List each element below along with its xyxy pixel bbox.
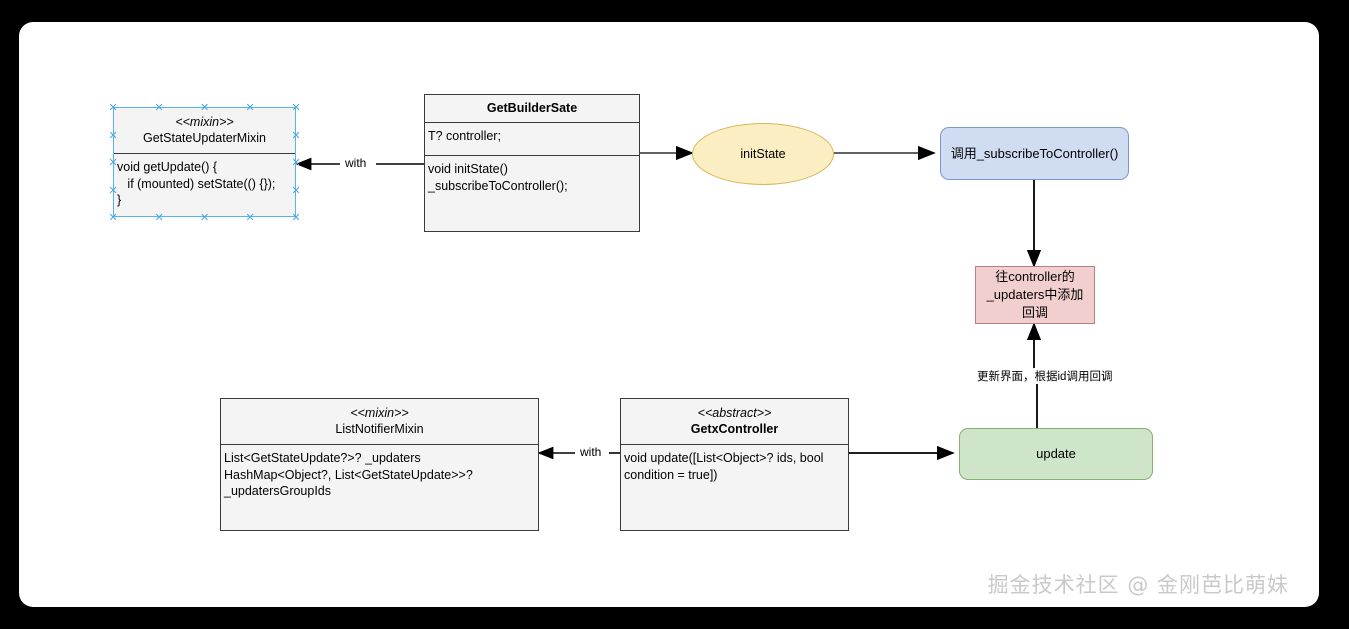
node-label-init-state: initState — [740, 147, 786, 161]
class-title-get-state-updater-mixin: <<mixin>> GetStateUpdaterMixin — [114, 108, 295, 153]
node-init-state[interactable]: initState — [692, 123, 834, 185]
compartment-divider — [114, 153, 295, 154]
class-stereotype: <<mixin>> — [175, 115, 234, 129]
resize-handle-w-upper[interactable]: ✕ — [108, 128, 118, 142]
class-stereotype: <<abstract>> — [697, 406, 772, 420]
class-title-list-notifier-mixin: <<mixin>> ListNotifierMixin — [221, 399, 538, 444]
watermark: 掘金技术社区 @ 金刚芭比萌妹 — [987, 573, 1289, 597]
class-body-getx-controller: void update([List<Object>? ids, bool con… — [624, 451, 824, 482]
resize-handle-se[interactable]: ✕ — [291, 210, 301, 224]
node-subscribe-to-controller[interactable]: 调用_subscribeToController() — [940, 127, 1129, 180]
node-label-subscribe-to-controller: 调用_subscribeToController() — [950, 145, 1119, 161]
compartment-divider — [621, 444, 848, 445]
class-name: GetxController — [690, 422, 779, 436]
compartment-divider-methods — [425, 155, 639, 156]
edge-label-with-top: with — [342, 156, 370, 170]
resize-handle-w[interactable]: ✕ — [108, 155, 118, 169]
resize-handle-n-inner-right[interactable]: ✕ — [245, 100, 255, 114]
class-name: GetBuilderSate — [486, 101, 578, 115]
node-add-callback[interactable]: 往controller的 _updaters中添加回调 — [975, 266, 1095, 324]
class-name: GetStateUpdaterMixin — [143, 131, 266, 145]
compartment-divider — [221, 444, 538, 445]
class-body-get-state-updater-mixin: void getUpdate() { if (mounted) setState… — [117, 160, 276, 207]
node-label-add-callback-line2: _updaters中添加回调 — [986, 286, 1084, 321]
resize-handle-n[interactable]: ✕ — [200, 100, 210, 114]
resize-handle-s[interactable]: ✕ — [200, 210, 210, 224]
class-name: ListNotifierMixin — [335, 422, 424, 436]
class-body-list-notifier-mixin: List<GetStateUpdate?>? _updaters HashMap… — [224, 451, 473, 498]
diagram-canvas[interactable]: <<mixin>> GetStateUpdaterMixin void getU… — [19, 22, 1319, 607]
node-update[interactable]: update — [959, 428, 1153, 480]
resize-handle-e[interactable]: ✕ — [291, 155, 301, 169]
resize-handle-e-lower[interactable]: ✕ — [291, 183, 301, 197]
node-label-add-callback-line1: 往controller的 — [995, 268, 1075, 284]
edge-label-update-to-addcallback: 更新界面，根据id调用回调 — [974, 368, 1116, 384]
resize-handle-sw[interactable]: ✕ — [108, 210, 118, 224]
class-get-state-updater-mixin[interactable]: <<mixin>> GetStateUpdaterMixin void getU… — [113, 107, 296, 217]
resize-handle-e-upper[interactable]: ✕ — [291, 128, 301, 142]
class-list-notifier-mixin[interactable]: <<mixin>> ListNotifierMixin List<GetStat… — [220, 398, 539, 531]
resize-handle-w-lower[interactable]: ✕ — [108, 183, 118, 197]
class-title-getx-controller: <<abstract>> GetxController — [621, 399, 848, 444]
class-getx-controller[interactable]: <<abstract>> GetxController void update(… — [620, 398, 849, 531]
class-stereotype: <<mixin>> — [350, 406, 409, 420]
edge-label-with-bottom: with — [577, 445, 605, 459]
resize-handle-nw[interactable]: ✕ — [108, 100, 118, 114]
compartment-divider-attributes — [425, 122, 639, 123]
resize-handle-n-inner-left[interactable]: ✕ — [154, 100, 164, 114]
class-get-builder-sate[interactable]: GetBuilderSate T? controller; void initS… — [424, 94, 640, 232]
resize-handle-s-inner-left[interactable]: ✕ — [154, 210, 164, 224]
resize-handle-ne[interactable]: ✕ — [291, 100, 301, 114]
resize-handle-s-inner-right[interactable]: ✕ — [245, 210, 255, 224]
class-title-get-builder-sate: GetBuilderSate — [425, 95, 639, 122]
class-attributes-get-builder-sate: T? controller; — [428, 129, 501, 143]
node-label-update: update — [1036, 446, 1076, 462]
class-methods-get-builder-sate: void initState() _subscribeToController(… — [428, 162, 568, 193]
